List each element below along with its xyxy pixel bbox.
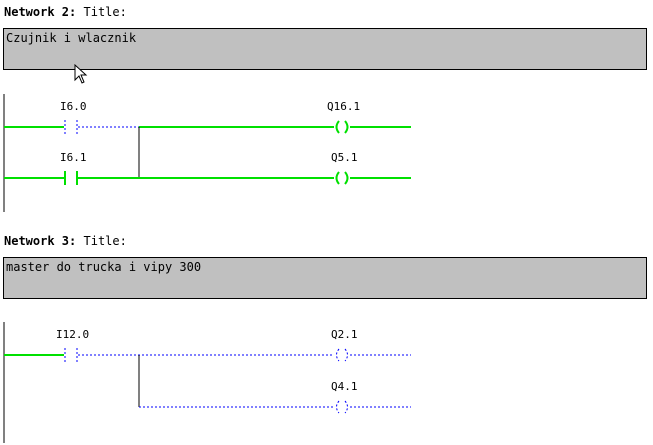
- network-2-comment[interactable]: Czujnik i wlacznik: [3, 28, 647, 70]
- contact-i6-1-address: I6.1: [60, 151, 87, 164]
- contact-i6-1[interactable]: I6.1: [60, 151, 87, 185]
- coil-q16-1-address: Q16.1: [327, 100, 360, 113]
- contact-i6-0-address: I6.0: [60, 100, 87, 113]
- network-3-colon: :: [69, 234, 77, 248]
- mouse-cursor-icon: [74, 64, 88, 84]
- network-2-comment-text: Czujnik i wlacznik: [6, 31, 137, 45]
- coil-q4-1[interactable]: Q4.1: [331, 380, 358, 414]
- coil-q5-1[interactable]: Q5.1: [331, 151, 358, 185]
- coil-q5-1-address: Q5.1: [331, 151, 358, 164]
- coil-q2-1-address: Q2.1: [331, 328, 358, 341]
- contact-i6-0[interactable]: I6.0: [60, 100, 87, 134]
- network-3-comment-text: master do trucka i vipy 300: [6, 260, 202, 274]
- network-3-title-label[interactable]: Title:: [83, 234, 127, 248]
- coil-q2-1[interactable]: Q2.1: [331, 328, 358, 362]
- network-2-ladder[interactable]: I6.0 Q16.1 I6.1 Q5.1: [0, 90, 653, 215]
- network-2-title-label[interactable]: Title:: [83, 5, 127, 19]
- network-2-label: Network 2: [4, 5, 70, 19]
- contact-i12-0[interactable]: I12.0: [56, 328, 89, 362]
- contact-i12-0-address: I12.0: [56, 328, 89, 341]
- network-3-comment[interactable]: master do trucka i vipy 300: [3, 257, 647, 299]
- coil-q16-1[interactable]: Q16.1: [327, 100, 360, 134]
- network-3-label: Network 3: [4, 234, 70, 248]
- network-2-header: Network 2: Title:: [4, 5, 127, 19]
- network-3-header: Network 3: Title:: [4, 234, 127, 248]
- coil-q4-1-address: Q4.1: [331, 380, 358, 393]
- network-3-ladder[interactable]: I12.0 Q2.1 Q4.1: [0, 318, 653, 445]
- network-2-colon: :: [69, 5, 77, 19]
